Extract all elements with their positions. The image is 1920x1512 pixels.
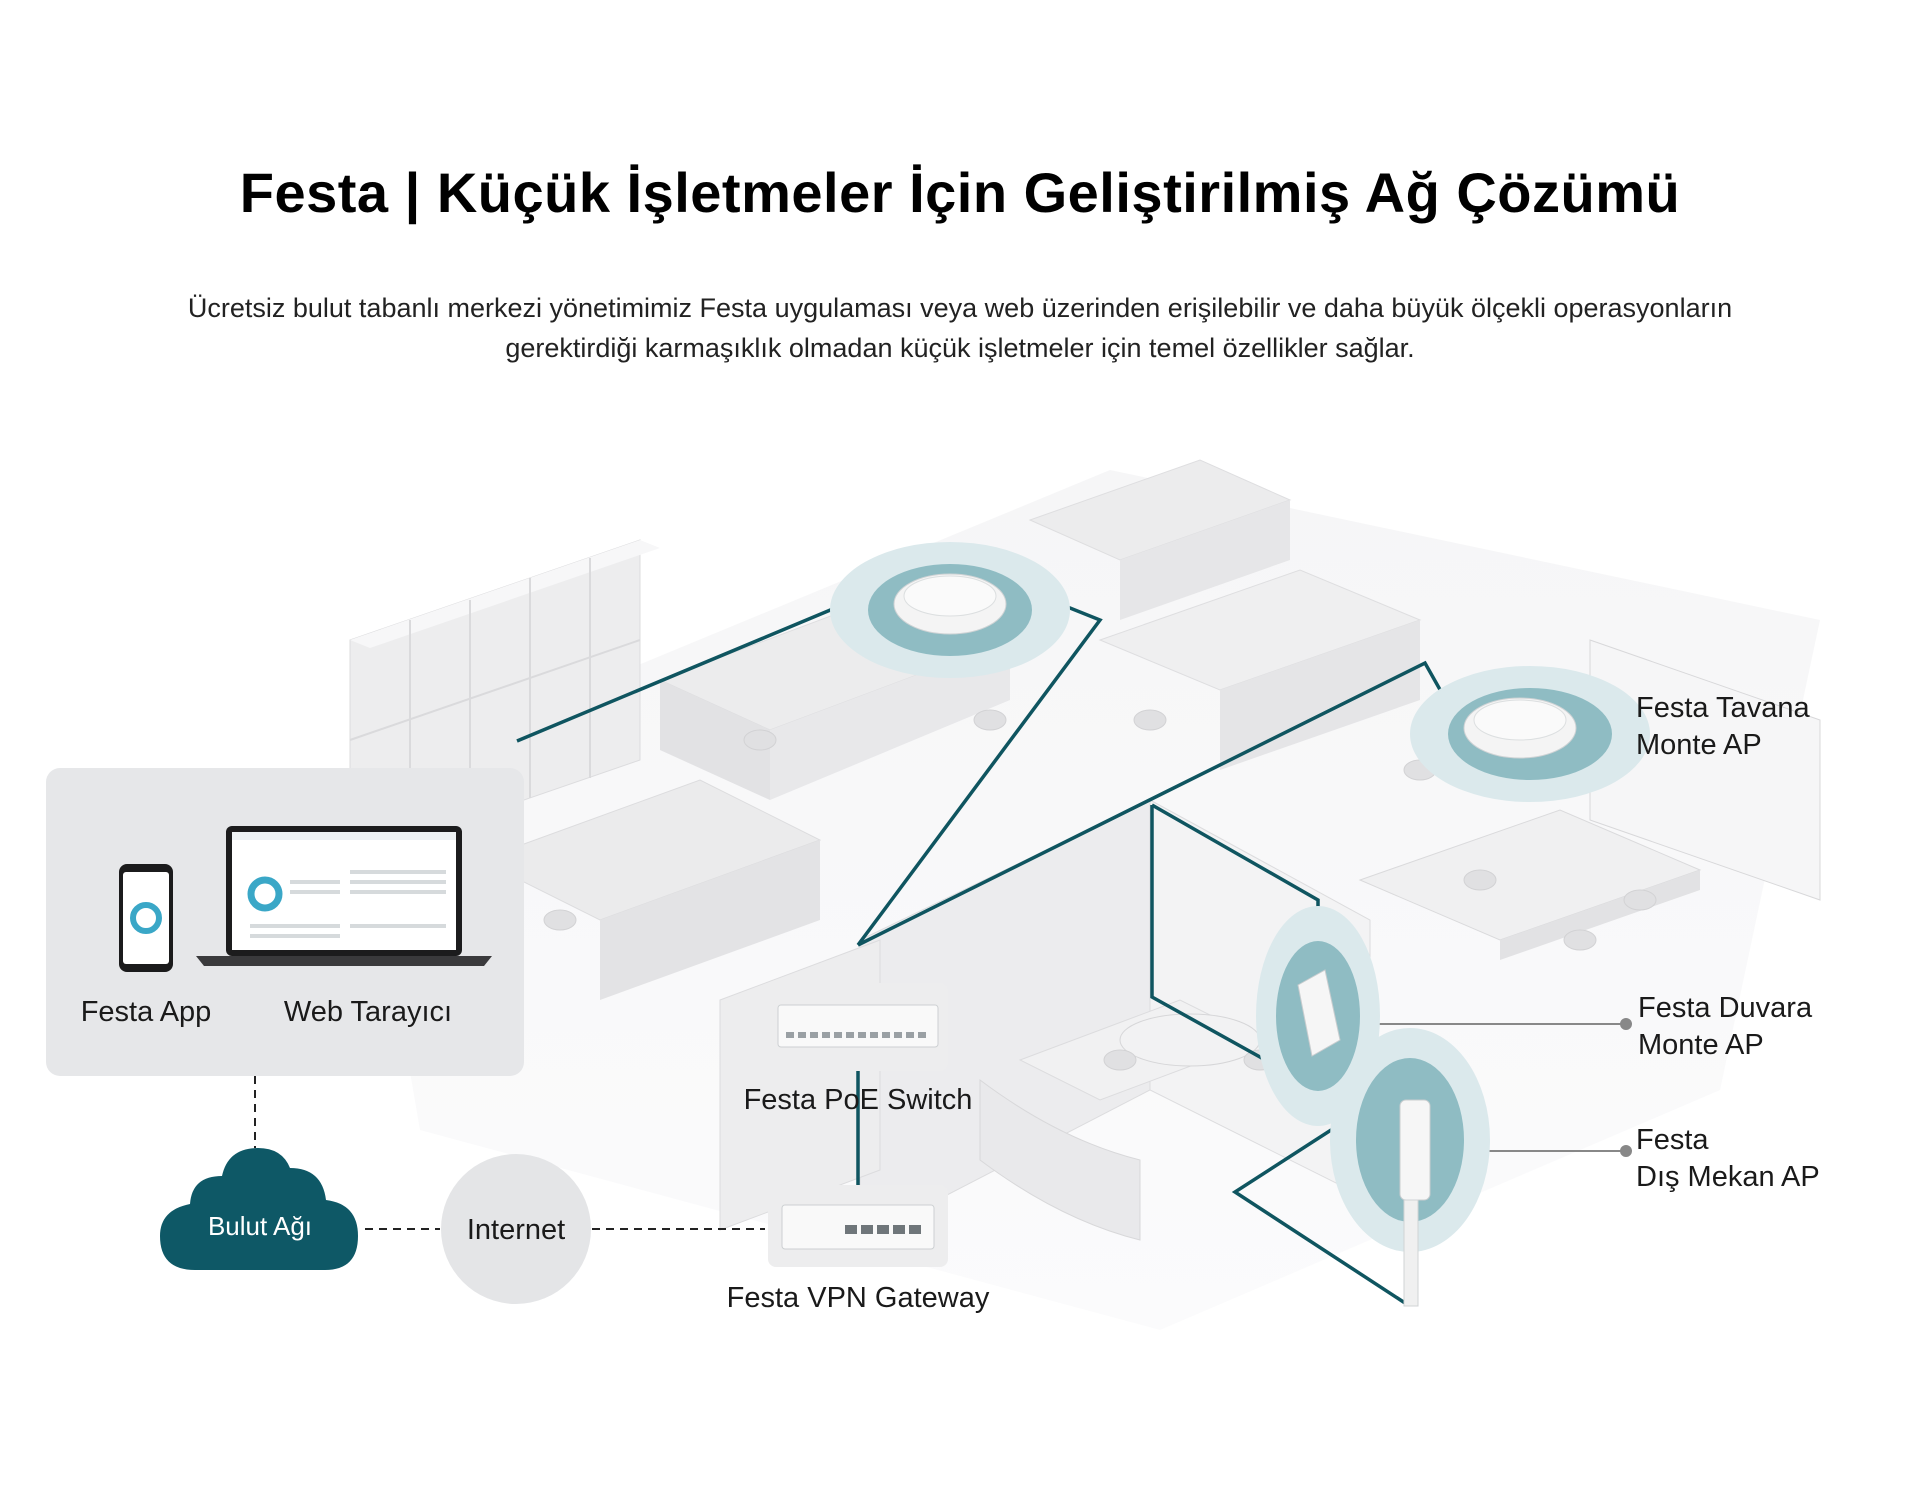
outdoor-ap-label-2: Dış Mekan AP (1636, 1161, 1820, 1193)
internet-label: Internet (466, 1214, 566, 1246)
internet-node (441, 1154, 591, 1304)
ceiling-ap-label-2: Monte AP (1636, 729, 1762, 761)
festa-app-label: Festa App (80, 996, 212, 1028)
phone-icon (119, 864, 173, 972)
wall-ap-label-2: Monte AP (1638, 1029, 1764, 1061)
ceiling-ap-2 (1410, 666, 1650, 802)
wall-ap-label-1: Festa Duvara (1638, 992, 1813, 1024)
page-subtitle: Ücretsiz bulut tabanlı merkezi yönetimim… (187, 293, 1733, 363)
cloud-label: Bulut Ağı (207, 1211, 313, 1241)
cloud-icon (160, 1148, 358, 1270)
web-browser-label: Web Tarayıcı (283, 996, 453, 1028)
poe-switch-label: Festa PoE Switch (743, 1084, 973, 1116)
page-title: Festa | Küçük İşletmeler İçin Geliştiril… (239, 161, 1681, 224)
vpn-gateway-device (768, 1185, 948, 1267)
laptop-icon (196, 826, 492, 966)
outdoor-ap-label-1: Festa (1636, 1124, 1709, 1156)
vpn-gateway-label: Festa VPN Gateway (726, 1282, 990, 1314)
poe-switch-device (768, 983, 948, 1071)
outdoor-ap (1330, 1028, 1490, 1307)
ceiling-ap-label-1: Festa Tavana (1636, 692, 1810, 724)
ceiling-ap-1 (830, 542, 1070, 678)
